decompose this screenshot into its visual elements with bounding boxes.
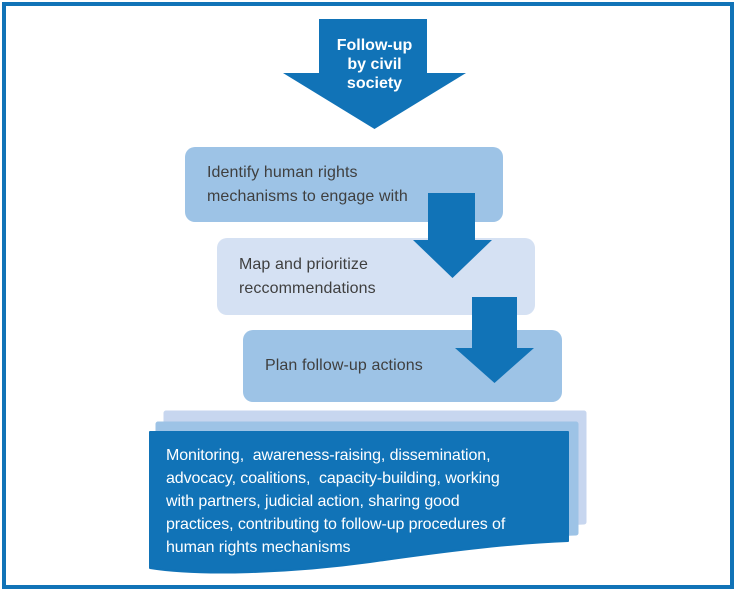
connector-arrow-down-2-icon <box>455 297 534 383</box>
outcome-stacked-wave-icon <box>149 410 587 574</box>
step-label: Map and prioritize reccommendations <box>239 255 376 297</box>
outcome-label: Monitoring, awareness-raising, dissemina… <box>166 447 506 556</box>
start-arrow-down-icon <box>283 19 466 129</box>
connector-arrow-down-1-icon <box>413 193 492 278</box>
start-arrow-label: Follow-up by civil society <box>336 37 413 92</box>
step-label: Identify human rights mechanisms to enga… <box>207 163 408 205</box>
step-label: Plan follow-up actions <box>265 357 423 374</box>
step-box-identify-mechanisms: Identify human rights mechanisms to enga… <box>185 147 503 222</box>
